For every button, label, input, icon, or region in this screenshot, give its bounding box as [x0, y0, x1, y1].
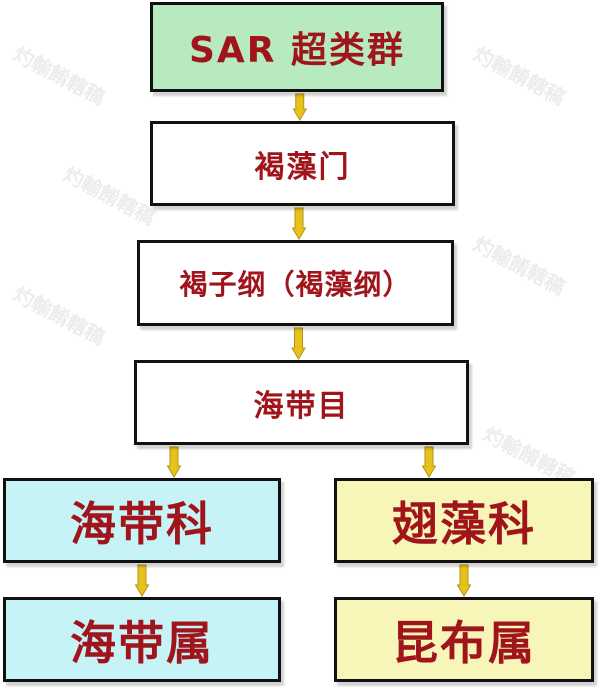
- node-label: 褐子纲（褐藻纲）: [179, 268, 412, 301]
- node-laminariaceae: 海带科: [3, 478, 281, 563]
- arrow-b4-b6: [421, 446, 437, 478]
- node-sar-supergroup: SAR 超类群: [150, 2, 444, 92]
- node-laminariales: 海带目: [134, 360, 469, 445]
- node-label: 海带科: [70, 496, 214, 551]
- arrow-b4-b5: [166, 446, 182, 478]
- node-label: 昆布属: [392, 615, 536, 670]
- arrow-b1-b2: [292, 93, 308, 121]
- node-label: 海带目: [253, 388, 350, 424]
- arrow-b6-b8: [456, 564, 472, 597]
- arrow-b5-b7: [134, 564, 150, 597]
- arrow-b3-b4: [291, 327, 306, 360]
- node-phaeophyceae: 褐子纲（褐藻纲）: [137, 240, 454, 326]
- node-label: 海带属: [70, 615, 214, 670]
- node-phaeophyta: 褐藻门: [150, 121, 455, 206]
- node-label: 褐藻门: [254, 149, 351, 185]
- node-alariaceae: 翅藻科: [334, 478, 594, 563]
- arrow-b2-b3: [291, 207, 307, 240]
- node-label: SAR 超类群: [188, 30, 406, 71]
- node-label: 翅藻科: [392, 496, 536, 551]
- node-ecklonia: 昆布属: [334, 597, 594, 682]
- node-laminaria: 海带属: [3, 597, 281, 682]
